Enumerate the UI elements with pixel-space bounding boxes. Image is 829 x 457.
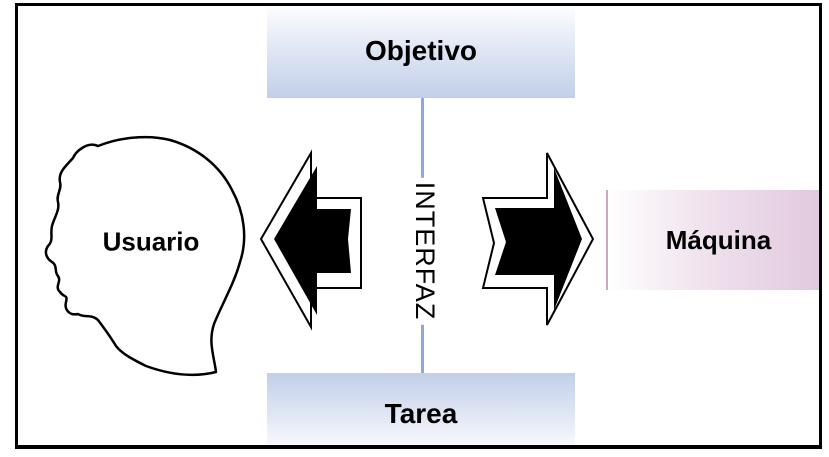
- machine-box: Máquina: [606, 190, 819, 290]
- task-label: Tarea: [384, 398, 458, 429]
- user-label: Usuario: [102, 226, 200, 257]
- diagram-frame: Objetivo Tarea INTERFAZ Usuario Máquina: [15, 3, 822, 449]
- arrow-left-icon: [259, 149, 362, 331]
- task-box: Tarea: [267, 373, 575, 445]
- goal-box: Objetivo: [267, 6, 575, 98]
- head-silhouette-icon: [44, 135, 246, 377]
- machine-box-edge: [606, 190, 608, 290]
- goal-label: Objetivo: [364, 34, 477, 66]
- machine-label: Máquina: [665, 224, 772, 255]
- arrow-right-icon: [481, 152, 595, 326]
